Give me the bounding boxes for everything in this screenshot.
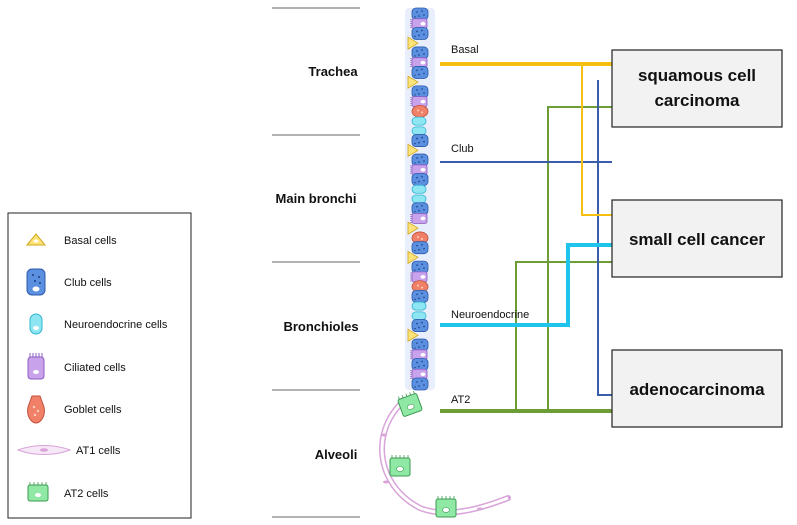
at2-cell <box>389 454 411 477</box>
region-label-alveoli: Alveoli <box>315 447 358 462</box>
at2-to-small-cell-line <box>515 261 612 411</box>
legend-label: Club cells <box>64 277 112 289</box>
cancer-box-adenocarcinoma: adenocarcinoma <box>611 349 783 428</box>
adenocarcinoma-label: adenocarcinoma <box>629 380 765 399</box>
legend-label: Basal cells <box>64 235 117 247</box>
neuroendocrine-cell-icon <box>29 313 43 335</box>
legend-label: Neuroendocrine cells <box>64 319 168 331</box>
club-cell-icon <box>26 268 46 296</box>
ciliated-cell <box>409 212 428 224</box>
branch-label-neuroendocrine: Neuroendocrine <box>451 309 529 321</box>
legend-label: Ciliated cells <box>64 362 126 374</box>
club-cell <box>411 85 429 99</box>
alveolus <box>379 389 511 518</box>
at1-cell-icon <box>16 445 72 455</box>
club-cell <box>411 65 429 79</box>
club-cell <box>411 289 429 303</box>
at1-cell-nucleus <box>477 507 483 511</box>
legend: Basal cells Club cells Neuroendocrine ce… <box>7 212 192 519</box>
goblet-cell <box>411 104 429 118</box>
region-label-bronchioles: Bronchioles <box>283 319 358 334</box>
neuroendocrine-branch-line <box>440 243 612 327</box>
squamous-line-2: carcinoma <box>654 91 740 110</box>
club-cell <box>411 46 429 60</box>
club-cell <box>411 358 429 372</box>
at2-cell <box>435 495 457 518</box>
basal-to-small-cell-line <box>581 64 612 216</box>
club-cell <box>411 241 429 255</box>
at2-cell-icon <box>27 482 49 502</box>
club-cell <box>411 338 429 352</box>
region-label-main-bronchi: Main bronchi <box>276 191 357 206</box>
region-dividers <box>272 7 360 518</box>
branch-label-club: Club <box>451 143 474 155</box>
at1-cell-nucleus <box>381 433 387 437</box>
legend-label: AT2 cells <box>64 488 109 500</box>
club-cell <box>411 173 429 187</box>
club-cell <box>411 377 429 391</box>
branch-label-at2: AT2 <box>451 394 470 406</box>
club-to-cancers-line <box>597 80 612 396</box>
cancer-box-squamous: squamous cell carcinoma <box>611 49 783 128</box>
squamous-line-1: squamous cell <box>638 66 756 85</box>
goblet-cell-icon <box>27 395 45 424</box>
lineage-lines <box>440 62 612 413</box>
at2-to-small-cell-line <box>547 106 612 411</box>
at1-cell-nucleus <box>383 480 389 484</box>
airway-epithelium-column <box>405 7 435 391</box>
branch-label-basal: Basal <box>451 44 479 56</box>
neuroendocrine-cell <box>411 301 427 311</box>
legend-label: AT1 cells <box>76 445 121 457</box>
ciliated-cell-icon <box>27 353 45 380</box>
region-label-trachea: Trachea <box>308 64 358 79</box>
legend-label: Goblet cells <box>64 404 122 416</box>
neuroendocrine-cell <box>411 126 427 136</box>
neuroendocrine-cell <box>411 194 427 204</box>
club-cell <box>411 319 429 333</box>
neuroendocrine-cell <box>411 184 427 194</box>
basal-cell-icon <box>25 233 47 246</box>
club-cell <box>411 153 429 167</box>
neuroendocrine-cell <box>411 116 427 126</box>
small-cell-label: small cell cancer <box>629 230 765 249</box>
club-cell <box>411 26 429 40</box>
at2-cell <box>395 389 423 418</box>
club-cell <box>411 260 429 274</box>
club-cell <box>411 202 429 216</box>
neuroendocrine-cell <box>411 311 427 321</box>
cancer-box-small-cell: small cell cancer <box>611 199 783 278</box>
club-cell <box>411 134 429 148</box>
club-cell <box>411 7 429 21</box>
